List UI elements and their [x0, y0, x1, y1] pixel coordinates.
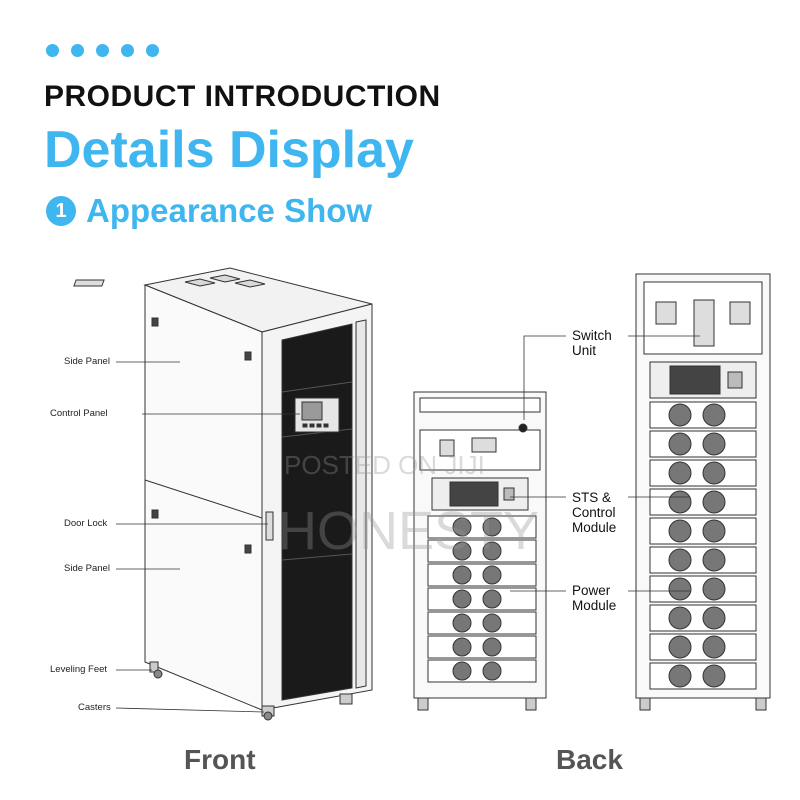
number-badge: 1 — [46, 196, 76, 226]
product-introduction-heading: PRODUCT INTRODUCTION — [44, 80, 441, 113]
dot — [96, 44, 109, 57]
watermark-honesty: HONESTY — [278, 501, 540, 561]
label-door-lock: Door Lock — [64, 518, 108, 529]
dot — [46, 44, 59, 57]
label-side-panel-top: Side Panel — [64, 356, 110, 367]
decorative-dots — [46, 44, 159, 57]
dot — [121, 44, 134, 57]
back-cabinet-right — [635, 273, 771, 711]
label-switch-unit: Switch Unit — [572, 328, 612, 358]
caption-front: Front — [184, 744, 256, 775]
back-cabinet-middle — [413, 391, 547, 711]
appearance-show-heading: 1 Appearance Show — [46, 192, 372, 230]
dot — [146, 44, 159, 57]
label-leveling-feet: Leveling Feet — [50, 664, 108, 675]
appearance-show-text: Appearance Show — [86, 192, 373, 229]
caption-back: Back — [556, 744, 623, 775]
front-leader-lines — [115, 361, 300, 713]
watermark-posted: POSTED ON JIJI — [284, 450, 485, 480]
label-side-panel-bottom: Side Panel — [64, 563, 110, 574]
label-casters: Casters — [78, 702, 111, 713]
label-power-module: Power Module — [572, 583, 617, 613]
label-sts-control-module: STS & Control Module — [572, 490, 617, 535]
label-control-panel: Control Panel — [50, 408, 108, 419]
front-cabinet — [73, 267, 373, 721]
back-leader-lines — [510, 335, 700, 592]
details-display-title: Details Display — [44, 121, 414, 179]
dot — [71, 44, 84, 57]
